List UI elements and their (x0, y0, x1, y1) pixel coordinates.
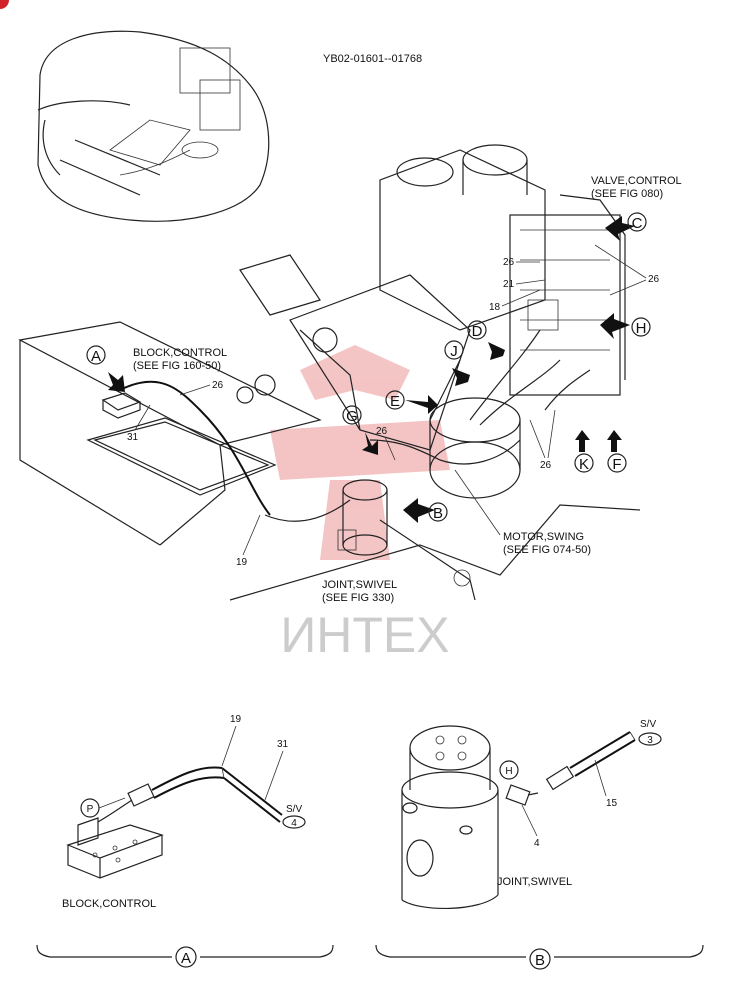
sv-b-port: 3 (647, 735, 653, 746)
valve-control-ref: (SEE FIG 080) (591, 188, 663, 200)
part-numbers-main: 26 21 18 26 26 31 26 26 19 (127, 244, 660, 568)
main-assembly-view (18, 144, 641, 601)
part-21: 21 (503, 279, 515, 290)
callout-letters: A C H D J E G B K F (86, 212, 651, 522)
watermark-text: ИНТЕХ (280, 607, 449, 663)
part-26-top: 26 (503, 257, 515, 268)
block-control-ref: (SEE FIG 160-50) (133, 360, 221, 372)
callout-h: H (636, 320, 647, 337)
callout-j: J (450, 343, 458, 360)
callout-g: G (346, 408, 358, 425)
p-port-tag: P (87, 804, 94, 815)
serial-range: YB02-01601--01768 (323, 53, 422, 65)
part-15-detail: 15 (606, 798, 618, 809)
part-4-detail: 4 (534, 838, 540, 849)
block-control-detail-label: BLOCK,CONTROL (62, 898, 156, 910)
corner-mark-icon (0, 0, 9, 9)
sv-a-tag: S/V (286, 804, 302, 815)
detail-b: H 4 S/V 3 15 JOINT,SWIVEL (401, 719, 662, 910)
part-26-right: 26 (648, 274, 660, 285)
section-bracket-b: B (375, 944, 704, 970)
callout-k: K (579, 456, 589, 473)
motor-swing-label: MOTOR,SWING (503, 531, 584, 543)
callout-d: D (472, 323, 483, 340)
part-19-detail: 19 (230, 714, 242, 725)
component-labels: VALVE,CONTROL (SEE FIG 080) BLOCK,CONTRO… (133, 175, 682, 604)
sv-b-tag: S/V (640, 719, 656, 730)
joint-swivel-label: JOINT,SWIVEL (322, 579, 397, 591)
part-26-block: 26 (212, 380, 224, 391)
part-26-bottom: 26 (540, 460, 552, 471)
h-port-tag: H (505, 766, 512, 777)
joint-swivel-ref: (SEE FIG 330) (322, 592, 394, 604)
callout-arrows (108, 216, 635, 523)
callout-b: B (433, 505, 443, 522)
sv-a-port: 4 (291, 818, 297, 829)
callout-a: A (91, 348, 101, 365)
machine-overview (37, 30, 270, 222)
part-31-block: 31 (127, 432, 139, 443)
part-31-detail: 31 (277, 739, 289, 750)
block-control-label: BLOCK,CONTROL (133, 347, 227, 359)
section-mark-b: B (535, 952, 545, 969)
part-18: 18 (489, 302, 501, 313)
detail-a: P 19 31 S/V 4 BLOCK,CONTROL (62, 714, 306, 910)
joint-swivel-detail-label: JOINT,SWIVEL (497, 876, 572, 888)
callout-e: E (390, 393, 400, 410)
callout-c: C (632, 215, 643, 232)
part-26-g: 26 (376, 426, 388, 437)
callout-f: F (612, 456, 621, 473)
motor-swing-ref: (SEE FIG 074-50) (503, 544, 591, 556)
section-bracket-a: A (36, 944, 334, 968)
section-mark-a: A (181, 950, 191, 967)
part-19-main: 19 (236, 557, 248, 568)
valve-control-label: VALVE,CONTROL (591, 175, 682, 187)
